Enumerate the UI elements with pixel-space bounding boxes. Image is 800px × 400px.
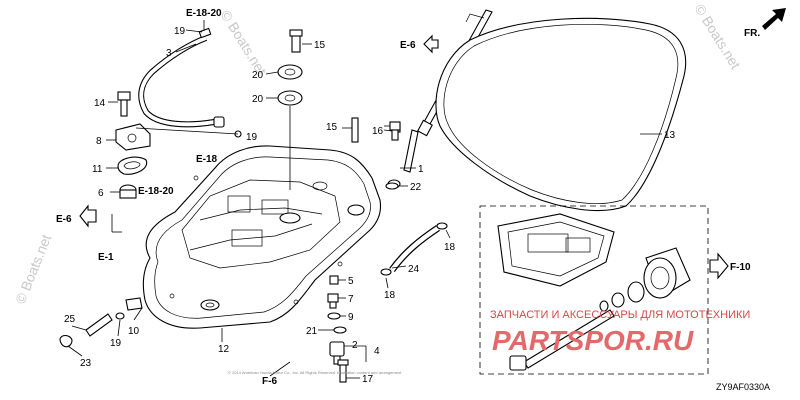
hose-joint-25 — [85, 313, 113, 337]
ref-e6-mid-label: E-6 — [400, 40, 416, 51]
callout-23: 23 — [80, 358, 92, 369]
oil-filler-cap-6 — [119, 184, 137, 199]
callout-19a: 19 — [174, 26, 186, 37]
callout-25: 25 — [64, 314, 76, 325]
strainer-assembly-box — [479, 205, 709, 375]
callout-14: 14 — [94, 98, 106, 109]
callout-2: 2 — [352, 340, 358, 351]
breather-cover-8 — [115, 123, 151, 151]
plug-5 — [329, 275, 339, 285]
stud-15-top — [289, 29, 303, 53]
callout-4: 4 — [374, 346, 380, 357]
leader-lines — [67, 20, 662, 379]
callout-20a: 20 — [252, 70, 264, 81]
callout-17: 17 — [362, 374, 374, 385]
gasket-11 — [117, 156, 148, 175]
bolt-17 — [337, 359, 349, 383]
callout-11: 11 — [92, 164, 103, 175]
callout-9: 9 — [348, 312, 354, 323]
callout-3: 3 — [166, 48, 172, 59]
clip-23 — [59, 334, 73, 348]
gasket-13 — [435, 17, 687, 211]
callout-20b: 20 — [252, 94, 264, 105]
callout-12: 12 — [218, 344, 230, 355]
bolt-16 — [389, 121, 401, 141]
callout-1: 1 — [418, 164, 424, 175]
ref-e1: E-1 — [98, 252, 114, 263]
callout-8: 8 — [96, 136, 102, 147]
washer-21 — [333, 326, 347, 334]
callout-18b: 18 — [384, 290, 396, 301]
stud-15-mid — [351, 117, 359, 143]
watermark-right: © Boats.net — [691, 1, 744, 72]
washer-22 — [385, 182, 399, 190]
promo-brand: PARTSPOR.RU — [492, 325, 694, 356]
callout-22: 22 — [410, 182, 422, 193]
callout-19c: 19 — [110, 338, 122, 349]
promo-tagline: ЗАПЧАСТИ И АКСЕССУАРЫ ДЛЯ МОТОТЕХНИКИ — [490, 309, 750, 321]
callout-18a: 18 — [444, 242, 456, 253]
ref-f6: F-6 — [262, 376, 277, 387]
callout-10: 10 — [128, 326, 140, 337]
hose-24 — [380, 222, 448, 276]
callout-7: 7 — [348, 294, 354, 305]
breather-hose-3 — [138, 27, 242, 138]
ref-e6-left-label: E-6 — [56, 214, 72, 225]
watermark-top: © Boats.net — [217, 7, 270, 78]
front-direction-indicator: FR. — [744, 8, 786, 39]
ref-e18: E-18 — [196, 154, 218, 165]
front-label: FR. — [744, 28, 760, 39]
ref-e18-20-top: E-18-20 — [186, 8, 222, 19]
drain-bolt-7 — [327, 293, 339, 309]
ref-e6-left: E-6 — [56, 204, 97, 228]
ref-f10-label: F-10 — [730, 262, 751, 273]
washer-19c — [115, 312, 125, 320]
front-arrow-icon — [762, 8, 786, 30]
watermark-left: © Boats.net — [12, 232, 54, 306]
callout-15a: 15 — [314, 40, 326, 51]
callout-24: 24 — [408, 264, 420, 275]
diagram-code: ZY9AF0330A — [716, 382, 770, 392]
callout-15b: 15 — [326, 122, 338, 133]
ref-f10: F-10 — [709, 252, 751, 280]
oil-seal-20b — [277, 90, 303, 106]
oil-seal-20a — [277, 64, 303, 80]
copyright-fine-print: © 2014 American Honda Motor Co., Inc. Al… — [228, 370, 402, 375]
callout-19b: 19 — [246, 132, 258, 143]
ref-e18-20-left: E-18-20 — [138, 186, 174, 197]
callout-13: 13 — [664, 130, 676, 141]
joint-10 — [125, 297, 143, 311]
washer-9 — [327, 312, 341, 320]
callout-21: 21 — [306, 326, 318, 337]
bolt-14 — [117, 91, 131, 117]
callout-16: 16 — [372, 126, 384, 137]
oil-case-12 — [142, 145, 382, 329]
ref-e6-mid: E-6 — [400, 34, 439, 54]
callout-5: 5 — [348, 276, 354, 287]
callout-numbers: 19 3 15 20 20 14 8 19 11 6 15 16 1 22 13… — [64, 26, 676, 385]
callout-6: 6 — [98, 188, 104, 199]
